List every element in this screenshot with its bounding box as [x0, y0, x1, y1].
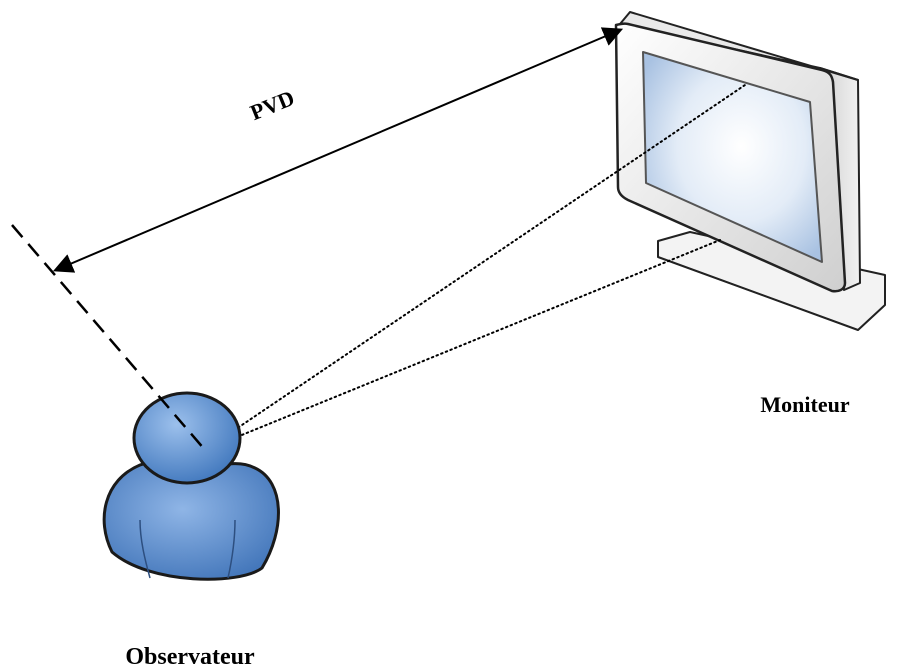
sight-line-top	[204, 84, 746, 451]
distance-label: PVD	[247, 85, 298, 125]
monitor-label: Moniteur	[760, 392, 849, 417]
monitor-icon	[614, 11, 886, 331]
distance-arrow	[52, 27, 624, 273]
person-body	[102, 461, 280, 581]
person-head	[132, 391, 242, 485]
person-icon	[102, 391, 280, 581]
observer-plane-line	[11, 224, 206, 451]
observer-label: Observateur	[125, 644, 255, 670]
monitor-screen	[642, 51, 823, 263]
sight-line-bottom	[204, 239, 721, 451]
